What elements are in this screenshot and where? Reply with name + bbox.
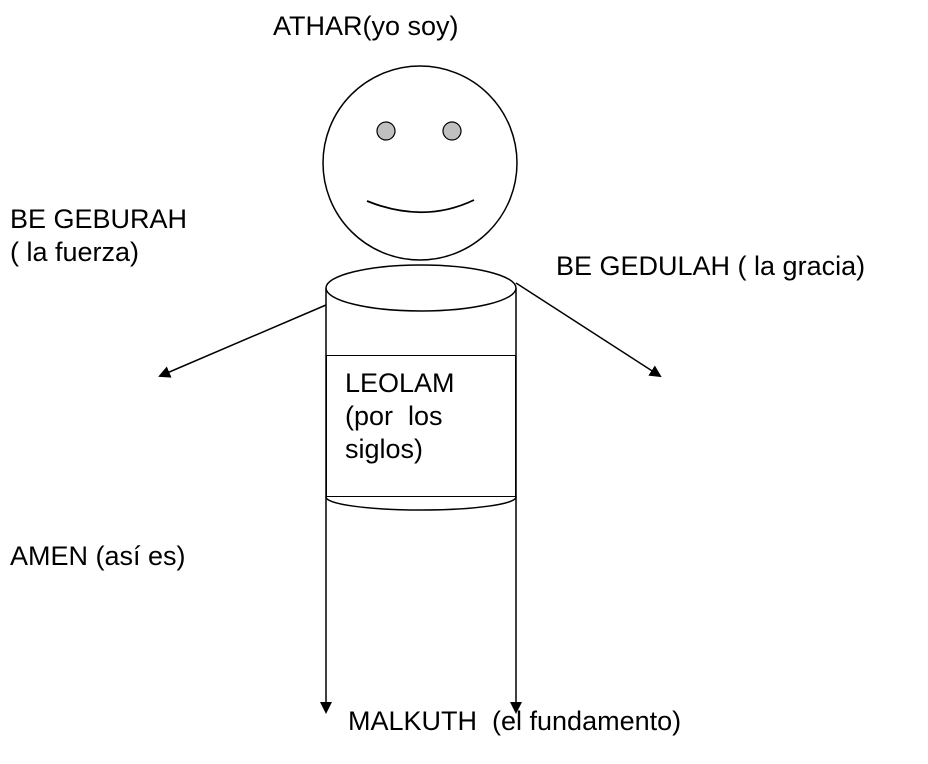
left-arm-arrow [158,304,327,378]
label-malkuth: MALKUTH (el fundamento) [348,706,682,736]
leolam-box: LEOLAM (por los siglos) [326,355,516,497]
label-athar: ATHAR(yo soy) [273,11,459,41]
label-be-geburah-line1: BE GEBURAH [10,204,188,234]
right-arm-arrow [515,282,662,378]
leolam-line1: LEOLAM [345,368,455,398]
leolam-line3: siglos) [345,434,424,464]
label-be-gedulah: BE GEDULAH ( la gracia) [556,251,866,281]
label-amen: AMEN (así es) [10,541,186,571]
label-be-geburah-line2: ( la fuerza) [10,237,140,267]
smile [366,199,475,214]
leolam-line2: (por los [345,401,443,431]
head-circle [322,65,518,261]
left-eye [376,121,396,141]
right-eye [442,121,462,141]
body-top-ellipse [325,264,517,312]
label-be-geburah: BE GEBURAH ( la fuerza) [10,203,187,269]
